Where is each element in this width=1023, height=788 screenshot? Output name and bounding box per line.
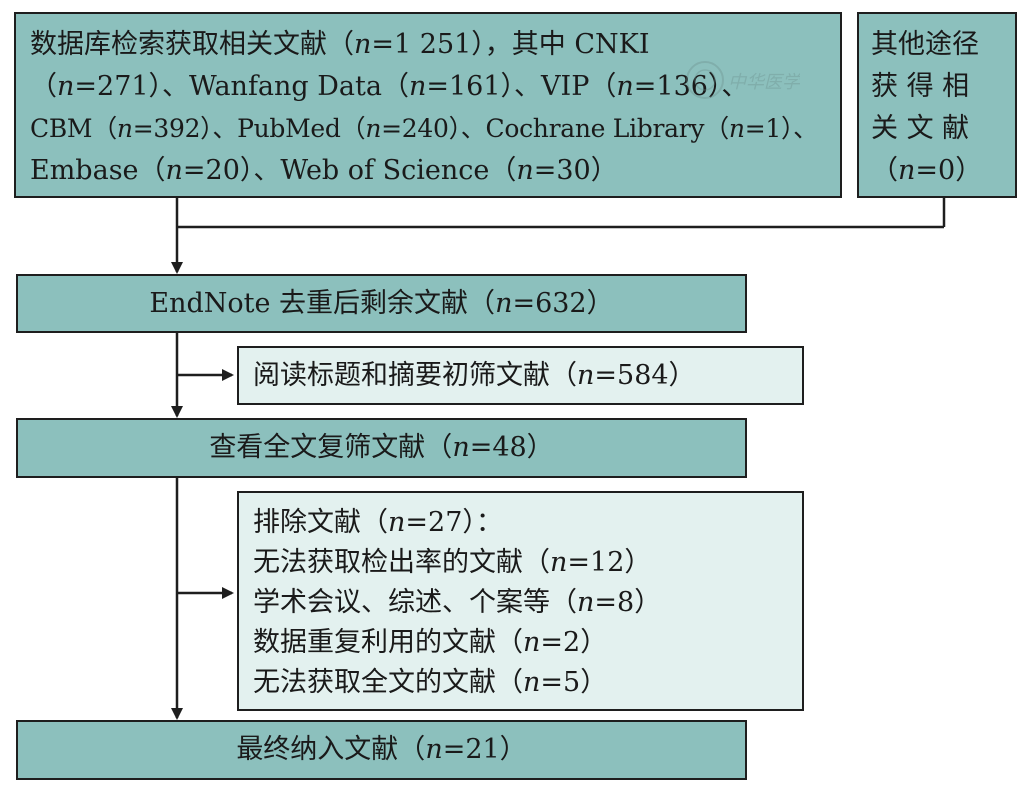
database-search-box: 数据库检索获取相关文献（n=1 251），其中 CNKI （n=271）、Wan… (14, 12, 842, 198)
fulltext-label: 查看全文复筛文献（n=48） (209, 432, 554, 463)
other-line-3: 关 文 献 (871, 113, 970, 144)
exclude-line-4: 数据重复利用的文献（n=2） (253, 627, 608, 658)
search-line-4: Embase（n=20）、Web of Science（n=30） (30, 155, 618, 186)
other-line-2: 获 得 相 (871, 71, 970, 102)
svg-text:中华医学会: 中华医学会 (728, 72, 800, 93)
search-line-3: CBM（n=392）、PubMed（n=240）、Cochrane Librar… (30, 114, 818, 143)
exclude-line-5: 无法获取全文的文献（n=5） (253, 667, 608, 698)
final-included-box: 最终纳入文献（n=21） (16, 720, 747, 780)
exclusion-box: 排除文献（n=27）： 无法获取检出率的文献（n=12） 学术会议、综述、个案等… (237, 491, 804, 711)
endnote-label: EndNote 去重后剩余文献（n=632） (149, 287, 614, 319)
other-sources-box: 其他途径 获 得 相 关 文 献 （n=0） (857, 12, 1017, 198)
watermark-seal: 中华医学会 (686, 61, 800, 99)
title-screen-label: 阅读标题和摘要初筛文献（n=584） (253, 360, 696, 391)
final-label: 最终纳入文献（n=21） (236, 734, 527, 765)
search-line-1: 数据库检索获取相关文献（n=1 251），其中 CNKI (30, 29, 650, 60)
endnote-dedup-box: EndNote 去重后剩余文献（n=632） (16, 274, 747, 333)
other-line-1: 其他途径 (871, 29, 979, 60)
exclude-line-2: 无法获取检出率的文献（n=12） (253, 547, 652, 578)
fulltext-screen-box: 查看全文复筛文献（n=48） (16, 418, 747, 478)
exclude-line-1: 排除文献（n=27）： (253, 507, 503, 538)
other-count: （n=0） (871, 155, 983, 186)
exclude-line-3: 学术会议、综述、个案等（n=8） (253, 587, 662, 618)
search-line-2: （n=271）、Wanfang Data（n=161）、VIP（n=136）、 (30, 71, 749, 102)
title-abstract-screen-box: 阅读标题和摘要初筛文献（n=584） (237, 346, 804, 405)
